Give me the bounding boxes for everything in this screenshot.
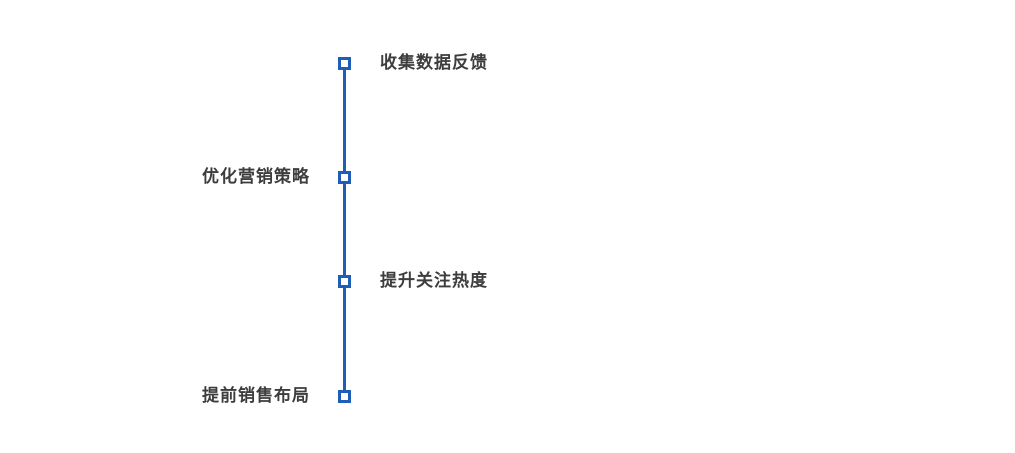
timeline-node-marker: [338, 275, 351, 288]
timeline-node-marker: [338, 390, 351, 403]
timeline-label: 优化营销策略: [202, 167, 310, 187]
timeline-label: 提升关注热度: [380, 271, 488, 291]
timeline-node-marker: [338, 57, 351, 70]
timeline-node-marker: [338, 171, 351, 184]
timeline-label: 收集数据反馈: [380, 53, 488, 73]
timeline-line: [343, 63, 346, 397]
timeline-label: 提前销售布局: [202, 386, 310, 406]
